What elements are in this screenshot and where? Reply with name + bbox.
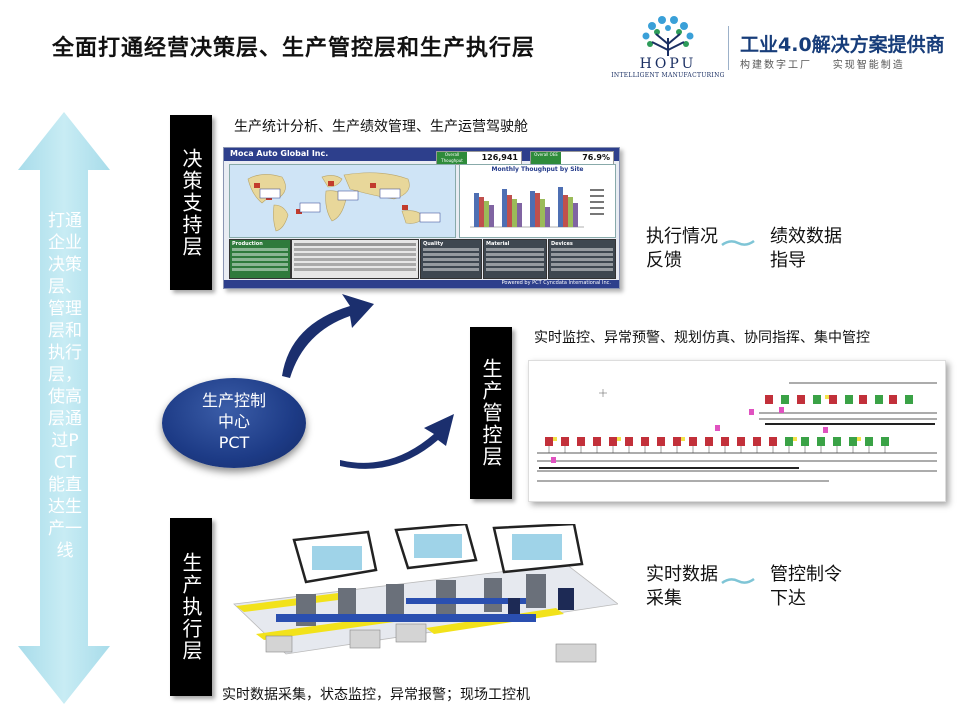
world-map-icon (229, 164, 456, 238)
kpi-oee-label: Overall OEE (531, 152, 561, 164)
chart-title: Monthly Thoughput by Site (491, 166, 584, 173)
material-table-title: Material (486, 241, 510, 247)
control-layer-caption: 实时监控、异常预警、规划仿真、协同指挥、集中管控 (534, 330, 870, 346)
performance-guidance-text: 绩效数据指导 (770, 226, 842, 271)
dashboard-footer: Powered by PCT Cyncdata International In… (224, 280, 619, 288)
header-divider (728, 26, 729, 70)
logo-subtitle: INTELLIGENT MANUFACTURING (611, 72, 725, 79)
logo-text: HOPU (639, 56, 697, 72)
dashboard-footer-text: Powered by PCT Cyncdata International In… (501, 280, 611, 286)
pct-line-1: 生产控制 (201, 391, 266, 410)
production-table: Production (229, 239, 291, 279)
production-line-diagram (528, 360, 946, 502)
left-arrow-label: 打通企业决策层、管理层和执行层，使高层通过PCT能直达生产一线 (48, 211, 82, 561)
devices-table-title: Devices (551, 241, 573, 247)
realtime-collection-text: 实时数据采集 (646, 564, 718, 609)
tilde-connector-icon (721, 577, 755, 585)
pct-line-3: PCT (218, 433, 250, 452)
execution-layer-label: 生产执行层 (170, 518, 212, 696)
control-command-text: 管控制令下达 (770, 564, 842, 609)
production-table-title: Production (232, 241, 263, 247)
kpi-throughput-label: Overall Thoughput (437, 152, 467, 164)
double-arrow-icon (18, 112, 110, 704)
company-tagline: 工业4.0解决方案提供商 (740, 34, 945, 56)
control-layer-label: 生产管控层 (470, 327, 512, 499)
execution-layer-caption: 实时数据采集，状态监控，异常报警；现场工控机 (222, 687, 530, 703)
kpi-throughput-value: 126,941 (481, 153, 518, 162)
pct-center-circle (162, 378, 306, 468)
decision-layer-label: 决策支持层 (170, 115, 212, 290)
quality-table-title: Quality (423, 241, 444, 247)
company-slogan: 构建数字工厂 实现智能制造 (740, 60, 905, 71)
execution-feedback-text: 执行情况反馈 (646, 226, 718, 271)
dashboard-title: Moca Auto Global Inc. (230, 149, 329, 158)
bar-chart-icon (470, 187, 604, 228)
tree-logo-icon (642, 16, 694, 56)
curved-arrows-icon (282, 294, 454, 469)
pct-line-2: 中心 (217, 412, 250, 431)
devices-table: Devices (548, 239, 616, 279)
site-table (291, 239, 419, 279)
decision-layer-caption: 生产统计分析、生产绩效管理、生产运营驾驶舱 (234, 119, 528, 135)
kpi-oee: Overall OEE 76.9% (530, 151, 614, 165)
kpi-oee-value: 76.9% (582, 153, 610, 162)
factory-floor-illustration (233, 524, 618, 663)
quality-table: Quality (420, 239, 482, 279)
monthly-throughput-chart: Monthly Thoughput by Site (459, 164, 616, 238)
dashboard-screenshot: Moca Auto Global Inc. Overall Thoughput … (223, 147, 620, 289)
pct-center-label: 生产控制 中心 PCT (162, 390, 306, 453)
page-title: 全面打通经营决策层、生产管控层和生产执行层 (52, 36, 536, 61)
kpi-throughput: Overall Thoughput 126,941 (436, 151, 522, 165)
material-table: Material (483, 239, 547, 279)
tilde-connector-icon (721, 239, 755, 247)
